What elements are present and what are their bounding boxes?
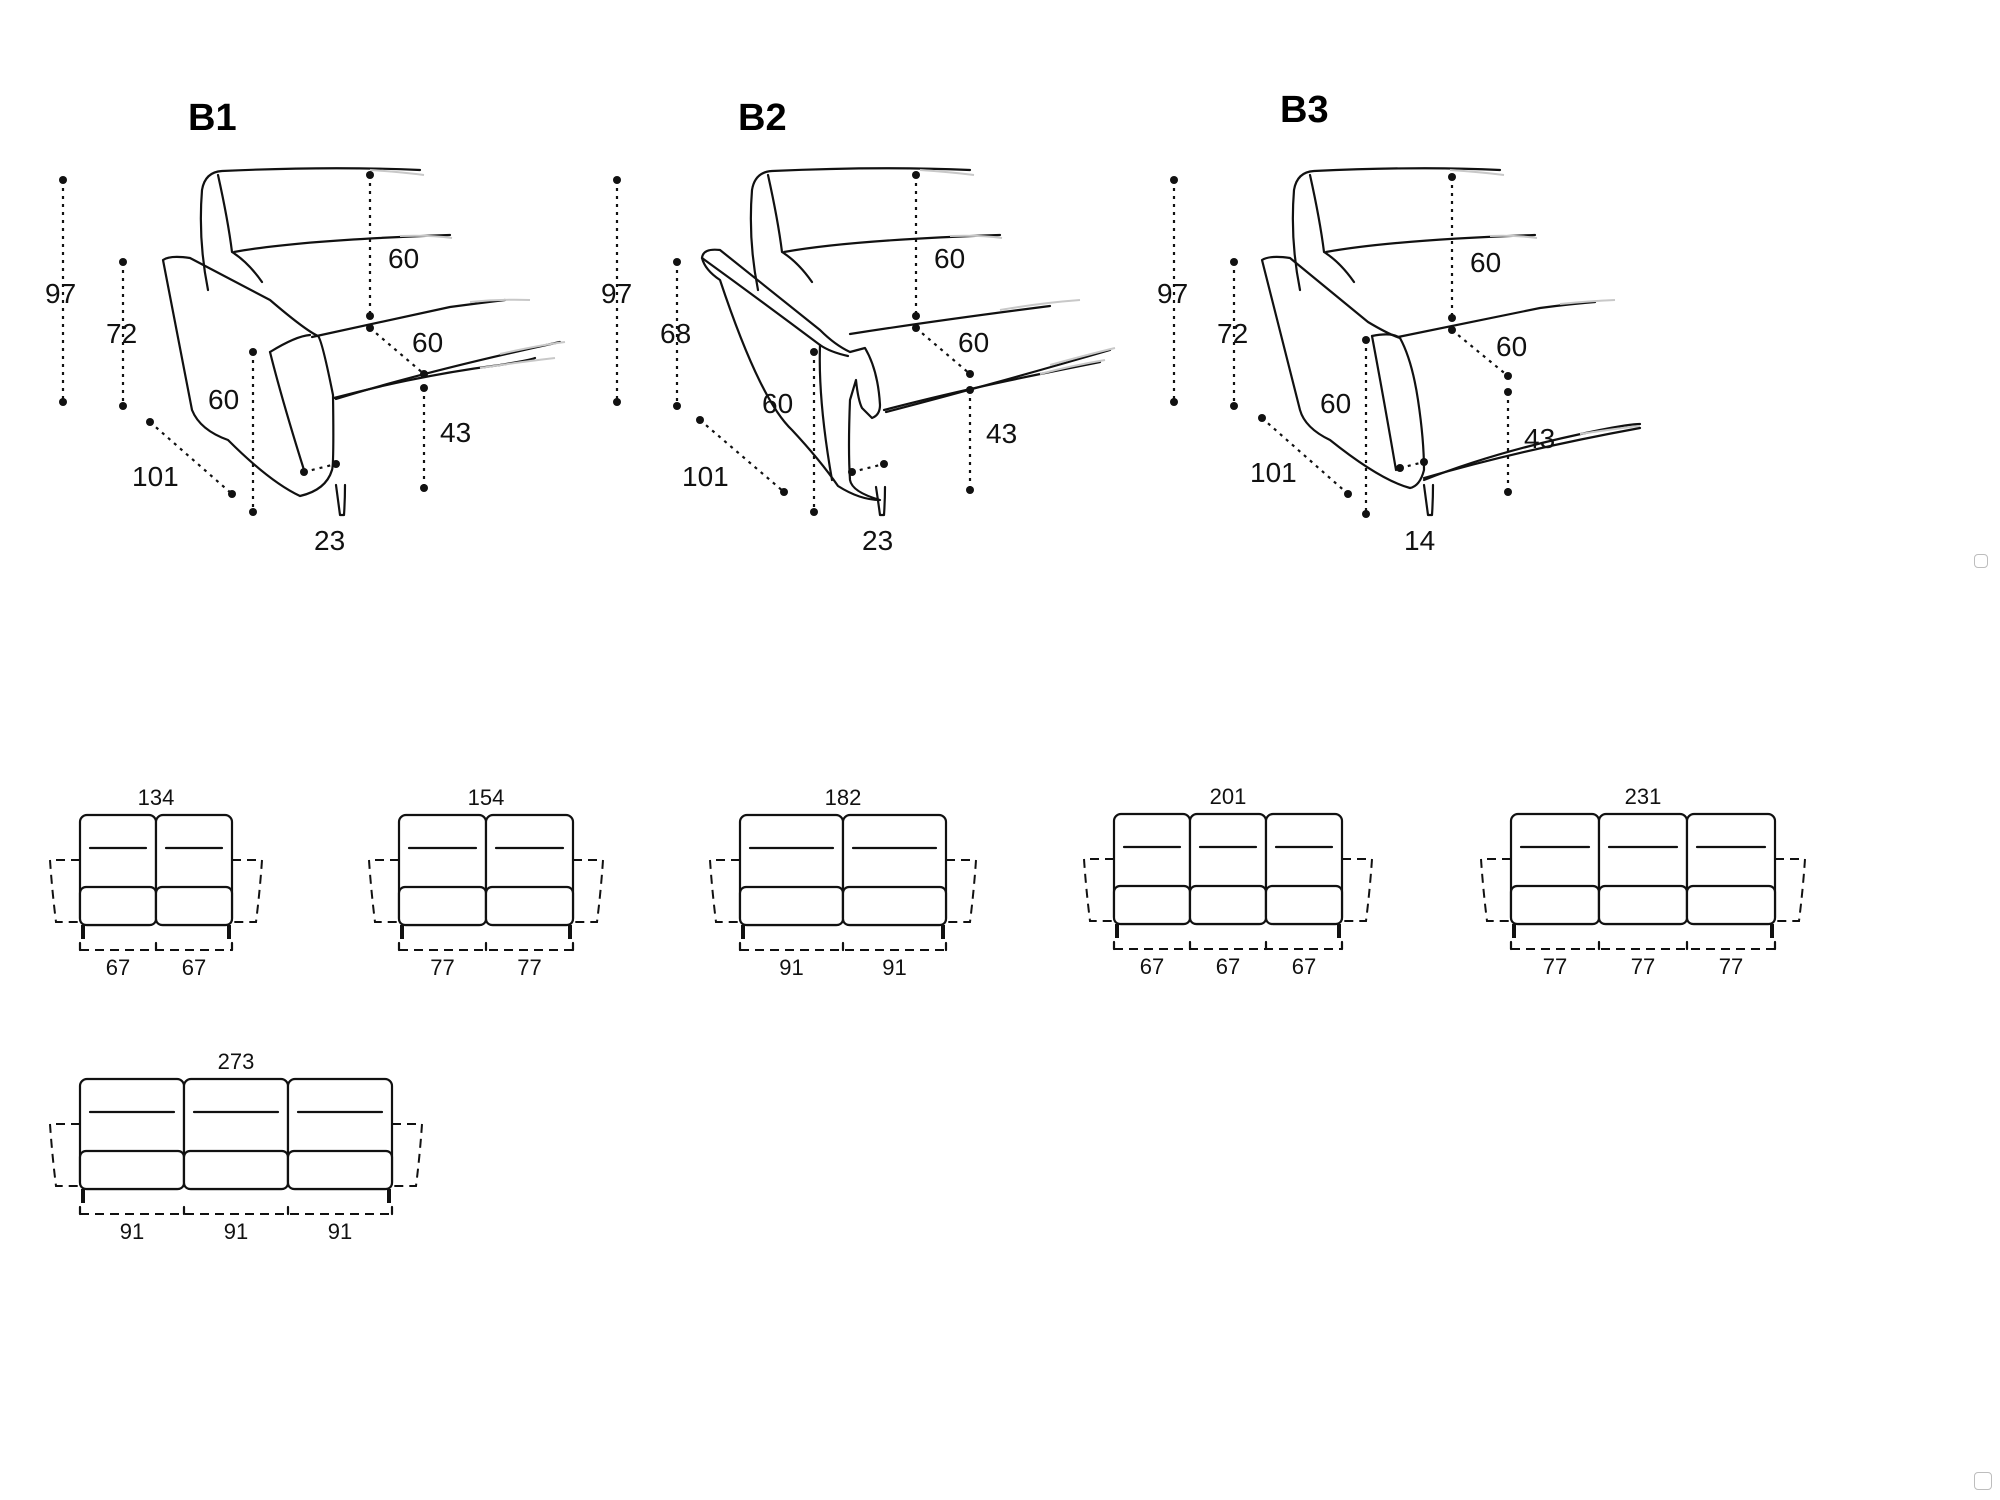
armrest-outline [700, 248, 882, 502]
armrest-outline [1260, 255, 1426, 490]
armchair-title: B2 [738, 97, 787, 139]
optional-arm-right [1342, 858, 1374, 922]
seat-cushion [1188, 884, 1268, 926]
seat-cushion [1112, 884, 1192, 926]
optional-arm-right [232, 859, 264, 923]
sofa-total-width: 154 [468, 785, 505, 810]
seat-cushion [1509, 884, 1601, 926]
seat-cushion [154, 885, 234, 927]
seat-cushion [738, 885, 845, 927]
dim-back-height: 60 [388, 243, 419, 274]
optional-arm-right [1775, 858, 1807, 922]
sofa-total-width: 134 [138, 785, 175, 810]
armchair-b1: B1 97 72 60 60 43 60 101 23 [45, 97, 566, 556]
seat-cushion [1597, 884, 1689, 926]
scroll-marker-icon [1974, 554, 1988, 568]
sofa-total-width: 182 [825, 785, 862, 810]
dim-back-height: 60 [934, 243, 965, 274]
armchair-b3: B3 97 72 60 60 43 60 101 14 [1157, 89, 1642, 556]
dim-depth: 101 [132, 461, 179, 492]
sofa-182: 182 91 91 [708, 785, 978, 980]
seat-width: 91 [882, 955, 906, 980]
dim-seat-height: 43 [440, 417, 471, 448]
optional-arm-right [946, 859, 978, 923]
seat-width: 77 [430, 955, 454, 980]
seat-width: 77 [1631, 954, 1655, 979]
dim-seat-depth: 60 [412, 327, 443, 358]
sofa-total-width: 201 [1210, 784, 1247, 809]
dim-seat-height: 43 [1524, 423, 1555, 454]
seat-width: 67 [1140, 954, 1164, 979]
seat-cushion [78, 1149, 186, 1191]
seat-cushion [1264, 884, 1344, 926]
sofa-total-width: 231 [1625, 784, 1662, 809]
dim-seat-height: 43 [986, 418, 1017, 449]
dim-arm-height: 72 [1217, 318, 1248, 349]
leg [334, 483, 347, 517]
seat-width: 67 [182, 955, 206, 980]
corner-marker-icon[interactable] [1974, 1472, 1992, 1490]
seat-width: 77 [1719, 954, 1743, 979]
optional-arm-left [367, 859, 399, 923]
dim-arm-height: 72 [106, 318, 137, 349]
seat-cushion [286, 1149, 394, 1191]
dim-height: 97 [601, 278, 632, 309]
seat-width: 67 [1292, 954, 1316, 979]
sofa-273: 273 91 91 91 [48, 1049, 424, 1244]
dim-side-depth: 60 [208, 384, 239, 415]
seat-cushion [182, 1149, 290, 1191]
optional-arm-right [573, 859, 605, 923]
dim-back-height: 60 [1470, 247, 1501, 278]
backrest-outline [1291, 167, 1502, 292]
sofa-231: 231 77 77 77 [1479, 784, 1807, 979]
sofa-total-width: 273 [218, 1049, 255, 1074]
dim-arm-width: 23 [862, 525, 893, 556]
optional-arm-left [48, 1123, 80, 1187]
backrest-outline [749, 167, 972, 292]
armchair-b2: B2 97 68 60 60 43 60 101 23 [601, 97, 1116, 556]
dim-seat-depth: 60 [1496, 331, 1527, 362]
dim-height: 97 [45, 278, 76, 309]
seat-cushion [1685, 884, 1777, 926]
sofa-134: 134 67 67 [48, 785, 264, 980]
seat-width: 77 [1543, 954, 1567, 979]
seat-width: 91 [779, 955, 803, 980]
backrest-outline [199, 167, 422, 292]
seat-width: 91 [328, 1219, 352, 1244]
armchair-title: B1 [188, 97, 237, 139]
armchair-title: B3 [1280, 89, 1329, 131]
seat-cushion [78, 885, 158, 927]
seat-width: 67 [106, 955, 130, 980]
optional-arm-left [1082, 858, 1114, 922]
dim-arm-width: 14 [1404, 525, 1435, 556]
optional-arm-left [708, 859, 740, 923]
dim-seat-depth: 60 [958, 327, 989, 358]
seat-width: 67 [1216, 954, 1240, 979]
dim-arm-height: 68 [660, 318, 691, 349]
armrest-outline [161, 255, 335, 498]
optional-arm-left [48, 859, 80, 923]
dim-side-depth: 60 [1320, 388, 1351, 419]
seat-width: 77 [517, 955, 541, 980]
sofa-201: 201 67 67 67 [1082, 784, 1374, 979]
dim-arm-width: 23 [314, 525, 345, 556]
seat-cushion [484, 885, 575, 927]
leg [874, 485, 887, 517]
seat-cushion [841, 885, 948, 927]
optional-arm-right [392, 1123, 424, 1187]
dim-side-depth: 60 [762, 388, 793, 419]
seat-width: 91 [224, 1219, 248, 1244]
dim-height: 97 [1157, 278, 1188, 309]
dim-depth: 101 [682, 461, 729, 492]
seat-cushion [397, 885, 488, 927]
optional-arm-left [1479, 858, 1511, 922]
dim-depth: 101 [1250, 457, 1297, 488]
sofa-154: 154 77 77 [367, 785, 605, 980]
seat-width: 91 [120, 1219, 144, 1244]
leg [1422, 483, 1435, 517]
